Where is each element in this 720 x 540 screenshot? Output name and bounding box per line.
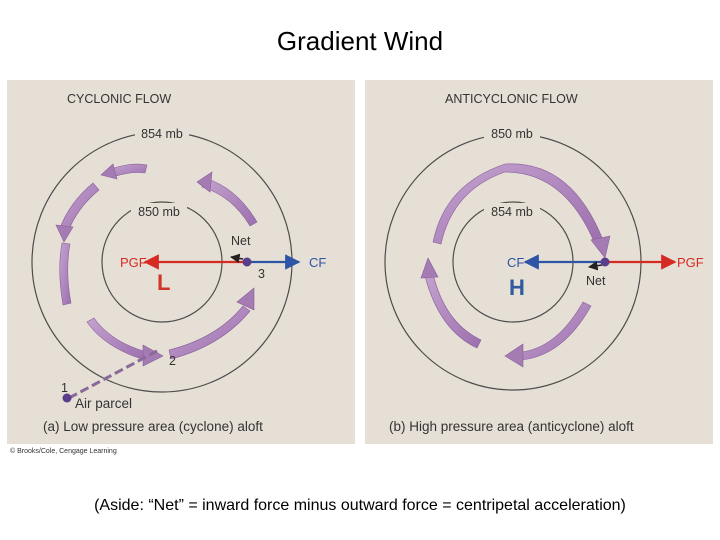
flow-arrow	[201, 177, 258, 227]
net-arrow	[588, 260, 603, 271]
cyclonic-panel: CYCLONIC FLOW 854 mb 850 mb	[7, 80, 355, 444]
flow-arrow	[59, 182, 100, 233]
net-label: Net	[231, 234, 251, 248]
flow-arrow-head	[196, 171, 213, 193]
flow-arrow	[520, 301, 592, 361]
anticyclonic-caption: (b) High pressure area (anticyclone) alo…	[389, 419, 634, 434]
flow-arrow-head	[100, 163, 118, 180]
anticyclonic-diagram: ANTICYCLONIC FLOW 850 mb 854 mb CF PGF N…	[384, 92, 704, 434]
cyclonic-heading: CYCLONIC FLOW	[67, 92, 171, 106]
point-2-label: 2	[169, 354, 176, 368]
net-label: Net	[586, 274, 606, 288]
flow-arrow-head	[142, 344, 164, 367]
slide-title: Gradient Wind	[276, 26, 444, 56]
flow-arrow	[86, 317, 148, 361]
outer-isobar-label: 854 mb	[141, 127, 183, 141]
point-3-label: 3	[258, 267, 265, 281]
flow-arrow-head	[420, 257, 439, 279]
outer-isobar-label: 850 mb	[491, 127, 533, 141]
flow-arrow-head	[236, 287, 255, 311]
parcel-trajectory	[68, 349, 158, 400]
cyclonic-diagram: CYCLONIC FLOW 854 mb 850 mb	[31, 92, 326, 434]
flow-arrow	[168, 305, 251, 360]
cyclonic-caption: (a) Low pressure area (cyclone) aloft	[43, 419, 263, 434]
high-pressure-letter: H	[509, 275, 525, 300]
parcel-point-3	[242, 257, 252, 267]
flow-arrow-head	[504, 343, 524, 368]
pgf-label: PGF	[120, 255, 147, 270]
flow-arrow	[59, 242, 72, 306]
cf-label: CF	[507, 255, 524, 270]
anticyclonic-panel: ANTICYCLONIC FLOW 850 mb 854 mb CF PGF N…	[365, 80, 713, 444]
low-pressure-letter: L	[157, 270, 170, 295]
air-parcel-dot	[62, 393, 72, 403]
anticyclonic-heading: ANTICYCLONIC FLOW	[445, 92, 578, 106]
aside-note: (Aside: “Net” = inward force minus outwa…	[94, 497, 626, 514]
inner-isobar-label: 854 mb	[491, 205, 533, 219]
flow-arrow	[424, 273, 482, 349]
flow-arrows	[420, 163, 611, 368]
flow-arrows	[55, 163, 258, 367]
flow-arrow-head	[590, 235, 611, 259]
point-1-label: 1	[61, 381, 68, 395]
copyright-credit: © Brooks/Cole, Cengage Learning	[10, 448, 117, 455]
cf-label: CF	[309, 255, 326, 270]
pgf-label: PGF	[677, 255, 704, 270]
air-parcel-label: Air parcel	[75, 396, 132, 411]
parcel-point	[600, 257, 610, 267]
net-arrow	[230, 253, 244, 264]
inner-isobar-label: 850 mb	[138, 205, 180, 219]
flow-arrow	[110, 163, 148, 178]
flow-arrow-head	[55, 224, 74, 243]
